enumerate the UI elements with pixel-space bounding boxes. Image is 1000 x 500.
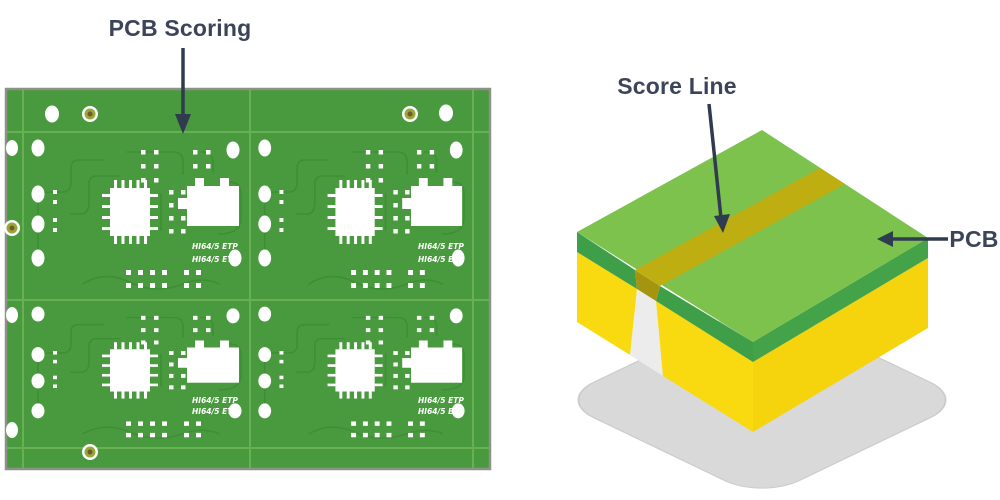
- mask-edge-left-a: [577, 232, 637, 289]
- panel-board: [4, 87, 492, 471]
- silkscreen-texts: HI64/5 ETP HI64/5 ETP HI64/5 ETP HI64/5 …: [192, 242, 464, 416]
- panel-label: PCB Scoring: [109, 15, 252, 41]
- fiducial-hole: [402, 106, 418, 122]
- silkscreen-text: HI64/5 ETP: [418, 255, 464, 264]
- score-line-label: Score Line: [617, 73, 737, 99]
- silkscreen-text: HI64/5 ETP: [418, 396, 464, 405]
- pcb-panel-figure: HI64/5 ETP HI64/5 ETP HI64/5 ETP HI64/5 …: [4, 15, 492, 471]
- silkscreen-text: HI64/5 ETP: [192, 242, 238, 251]
- substrate-front-left-b: [656, 301, 753, 432]
- v-notch-gap: [630, 289, 663, 376]
- fiducial-hole: [4, 220, 20, 236]
- groove-edge: [635, 270, 660, 301]
- silkscreen-text: HI64/5 ETP: [192, 407, 238, 416]
- silkscreen-text: HI64/5 ETP: [192, 396, 238, 405]
- substrate-front-right: [753, 258, 928, 432]
- rail-holes: [4, 104, 453, 460]
- score-line-arrow-icon: [707, 103, 730, 233]
- fiducial-hole: [82, 106, 98, 122]
- substrate-front-left-a: [577, 252, 637, 355]
- scored-board-figure: Score Line PCB: [577, 73, 998, 489]
- v-groove: [635, 168, 845, 286]
- mask-edge-right: [753, 238, 928, 362]
- fiducial-hole: [82, 444, 98, 460]
- silkscreen-text: HI64/5 ETP: [418, 407, 464, 416]
- panel-score-lines: [7, 90, 489, 468]
- pcb-label: PCB: [949, 226, 998, 252]
- panel-down-arrow-icon: [175, 48, 191, 134]
- pcb-arrow-icon: [877, 231, 948, 247]
- silkscreen-text: HI64/5 ETP: [192, 255, 238, 264]
- mask-edge-left-b: [656, 286, 753, 362]
- silkscreen-text: HI64/5 ETP: [418, 242, 464, 251]
